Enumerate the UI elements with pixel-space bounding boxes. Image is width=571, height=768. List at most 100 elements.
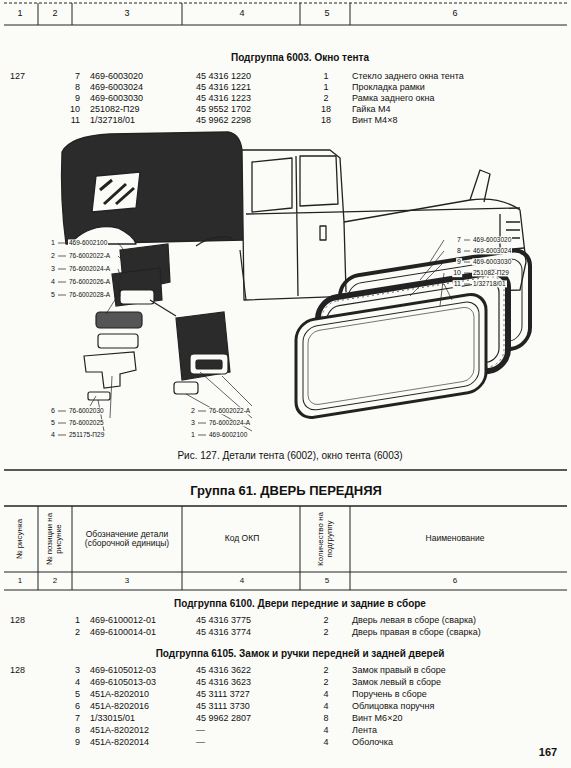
figure-caption: Рис. 127. Детали тента (6002), окно тент… <box>177 450 402 461</box>
part-number: 451А-8202014 <box>90 738 149 748</box>
okp-code: 45 4316 1221 <box>196 83 251 93</box>
column-number: 2 <box>52 9 57 19</box>
column-number: 1 <box>17 9 22 19</box>
part-number: 451А-8202010 <box>90 690 149 700</box>
drawing-stroke <box>190 354 228 374</box>
column-header: Наименование <box>426 534 485 543</box>
quantity: 4 <box>323 726 328 736</box>
drawing-stroke <box>100 180 134 204</box>
position-number: 9 <box>75 94 80 104</box>
column-number: 5 <box>324 9 329 19</box>
callout-part-number: 76-6002028-А <box>68 291 111 298</box>
okp-code: — <box>196 726 205 736</box>
position-number: 11 <box>71 116 80 126</box>
drawing-stroke <box>296 292 486 420</box>
drawing-stroke <box>92 172 140 212</box>
callout-part-number: 76-6002022-А <box>68 252 111 259</box>
quantity: 2 <box>323 628 328 638</box>
page-number: 167 <box>539 746 557 758</box>
quantity: 1 <box>323 72 328 82</box>
drawing-stroke <box>410 240 452 306</box>
drawing-stroke <box>96 312 142 328</box>
drawing-stroke <box>186 372 252 431</box>
okp-code: 45 4316 3622 <box>196 666 251 676</box>
callout-number: 1 <box>50 239 56 247</box>
drawing-stroke <box>350 506 351 590</box>
okp-code: 45 9962 2807 <box>196 714 251 724</box>
group-title: Группа 61. ДВЕРЬ ПЕРЕДНЯЯ <box>190 484 382 498</box>
drawing-stroke <box>72 506 73 590</box>
drawing-stroke <box>72 3 73 25</box>
quantity: 2 <box>323 678 328 688</box>
figure-number: 128 <box>10 616 25 626</box>
position-number: 2 <box>75 628 80 638</box>
subgroup-heading: Подгруппа 6105. Замок и ручки передней и… <box>156 648 445 659</box>
drawing-stroke <box>320 226 326 240</box>
position-number: 4 <box>75 678 80 688</box>
position-number: 10 <box>70 105 80 115</box>
drawing-stroke <box>500 214 524 250</box>
column-header: Обозначение детали (сборочной единицы) <box>75 530 179 549</box>
callout-number: 7 <box>456 236 462 244</box>
drawing-stroke <box>4 572 567 573</box>
drawing-stroke <box>470 170 490 202</box>
callout-part-number: 76-6002022-А <box>208 407 251 414</box>
drawing-stroke <box>308 306 474 406</box>
part-name: Стекло заднего окна тента <box>352 72 464 82</box>
leader-lines <box>58 240 470 435</box>
column-header: № рисунка <box>16 508 25 570</box>
table-rules <box>4 3 567 590</box>
position-number: 6 <box>75 702 80 712</box>
column-number: 6 <box>453 577 457 586</box>
okp-code: 45 3111 3730 <box>196 702 250 712</box>
part-number: 251082-П29 <box>90 105 140 115</box>
part-name: Дверь правая в сборе (сварка) <box>352 628 481 638</box>
okp-code: 45 4316 1220 <box>196 72 251 82</box>
drawing-stroke <box>84 352 136 388</box>
okp-code: 45 4316 3623 <box>196 678 251 688</box>
callout-part-number: 469-6003020 <box>472 236 512 243</box>
callout-number: 9 <box>456 258 462 266</box>
callout-number: 3 <box>50 265 56 273</box>
callout-part-number: 76-6002024-А <box>208 419 251 426</box>
part-number: 469-6100012-01 <box>90 616 156 626</box>
quantity: 18 <box>321 105 331 115</box>
drawing-stroke <box>350 3 351 25</box>
part-number: 451А-8202012 <box>90 726 149 736</box>
okp-code: 45 9552 1702 <box>196 105 251 115</box>
quantity: 2 <box>323 666 328 676</box>
part-name: Облицовка поручня <box>352 702 434 712</box>
column-number: 5 <box>325 577 329 586</box>
callout-number: 1 <box>190 431 196 439</box>
drawing-stroke <box>58 411 66 435</box>
part-name: Оболочка <box>352 738 393 748</box>
drawing-stroke <box>4 3 567 4</box>
column-header: Код ОКП <box>225 534 260 543</box>
position-number: 8 <box>75 726 80 736</box>
callout-number: 2 <box>190 407 196 415</box>
drawing-stroke <box>4 590 567 591</box>
part-number: 469-6003024 <box>90 83 143 93</box>
drawing-stroke <box>196 237 232 246</box>
drawing-stroke <box>150 250 246 316</box>
drawing-stroke <box>182 506 183 590</box>
drawing-stroke <box>300 506 301 590</box>
column-header: № позиции на рисунке <box>46 508 64 570</box>
figure-number: 128 <box>10 666 25 676</box>
drawing-stroke <box>303 300 479 412</box>
drawing-stroke <box>300 3 301 25</box>
drawing-stroke <box>62 132 245 244</box>
position-number: 7 <box>75 714 80 724</box>
part-number: 469-6100014-01 <box>90 628 156 638</box>
part-name: Поручень в сборе <box>352 690 427 700</box>
position-number: 3 <box>75 666 80 676</box>
callout-part-number: 76-6002025 <box>68 419 105 426</box>
callout-number: 8 <box>456 247 462 255</box>
part-number: 469-6003020 <box>90 72 143 82</box>
part-number: 469-6003030 <box>90 94 143 104</box>
subgroup-heading: Подгруппа 6100. Двери передние и задние … <box>174 598 426 609</box>
column-header: Количество на подгруппу <box>317 508 335 570</box>
drawing-stroke <box>296 292 486 420</box>
quantity: 8 <box>323 714 328 724</box>
drawing-stroke <box>88 392 110 400</box>
